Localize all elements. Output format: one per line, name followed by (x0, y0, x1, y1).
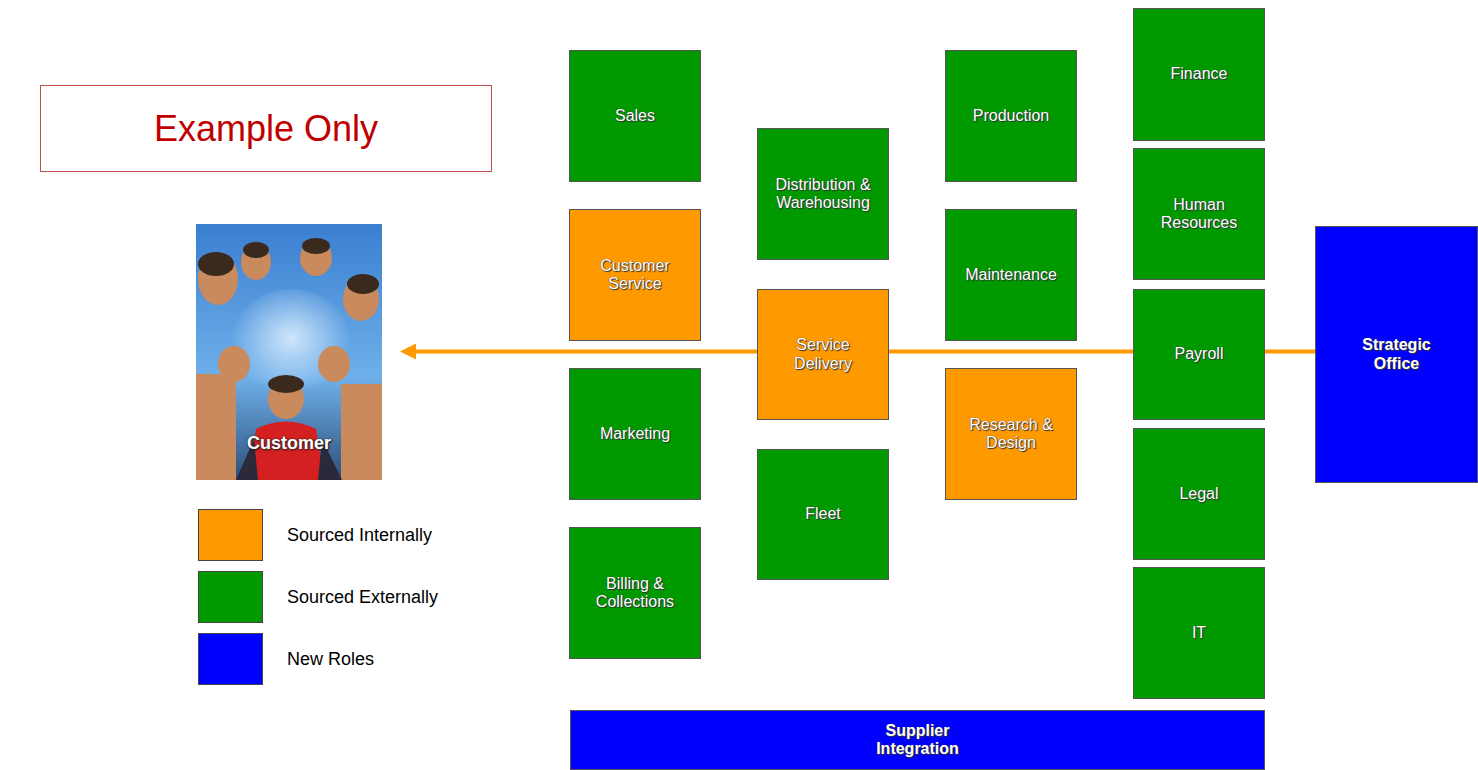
function-box: Research & Design (945, 368, 1077, 500)
node-label: Example Only (154, 108, 378, 149)
node-label: Strategic Office (1347, 336, 1447, 373)
function-box: Distribution & Warehousing (757, 128, 889, 260)
function-box: Finance (1133, 8, 1265, 141)
legend-row: Sourced Internally (198, 509, 432, 561)
function-box: Customer Service (569, 209, 701, 341)
node-label: Marketing (600, 425, 670, 443)
function-box: Payroll (1133, 289, 1265, 420)
node-label: Supplier Integration (858, 722, 978, 759)
node-label: Research & Design (969, 416, 1053, 453)
function-box: Billing & Collections (569, 527, 701, 659)
legend-swatch (198, 509, 263, 561)
example-box: Example Only (40, 85, 492, 172)
function-box: Service Delivery (757, 289, 889, 420)
legend-row: Sourced Externally (198, 571, 438, 623)
node-label: IT (1192, 624, 1206, 642)
node-label: Maintenance (965, 266, 1057, 284)
node-label: Human Resources (1149, 196, 1249, 233)
function-box: Legal (1133, 428, 1265, 560)
legend-swatch (198, 633, 263, 685)
function-box: Fleet (757, 449, 889, 580)
function-box: Maintenance (945, 209, 1077, 341)
legend-label: New Roles (287, 649, 374, 670)
customer-node: Customer (196, 224, 382, 480)
legend-swatch (198, 571, 263, 623)
node-label: Finance (1171, 65, 1228, 83)
node-label: Billing & Collections (585, 575, 685, 612)
node-label: Distribution & Warehousing (762, 176, 884, 213)
function-box: Human Resources (1133, 148, 1265, 280)
legend-label: Sourced Externally (287, 587, 438, 608)
function-box: Marketing (569, 368, 701, 500)
function-box: Sales (569, 50, 701, 182)
function-box: Production (945, 50, 1077, 182)
node-label: Payroll (1175, 345, 1224, 363)
function-box: IT (1133, 567, 1265, 699)
node-label: Customer Service (593, 257, 677, 294)
role-box: Supplier Integration (570, 710, 1265, 770)
node-label: Sales (615, 107, 655, 125)
node-label: Customer (247, 433, 331, 454)
legend-row: New Roles (198, 633, 374, 685)
legend-label: Sourced Internally (287, 525, 432, 546)
node-label: Fleet (805, 505, 841, 523)
node-label: Legal (1179, 485, 1218, 503)
node-label: Production (973, 107, 1050, 125)
node-label: Service Delivery (781, 336, 865, 373)
role-box: Strategic Office (1315, 226, 1478, 483)
